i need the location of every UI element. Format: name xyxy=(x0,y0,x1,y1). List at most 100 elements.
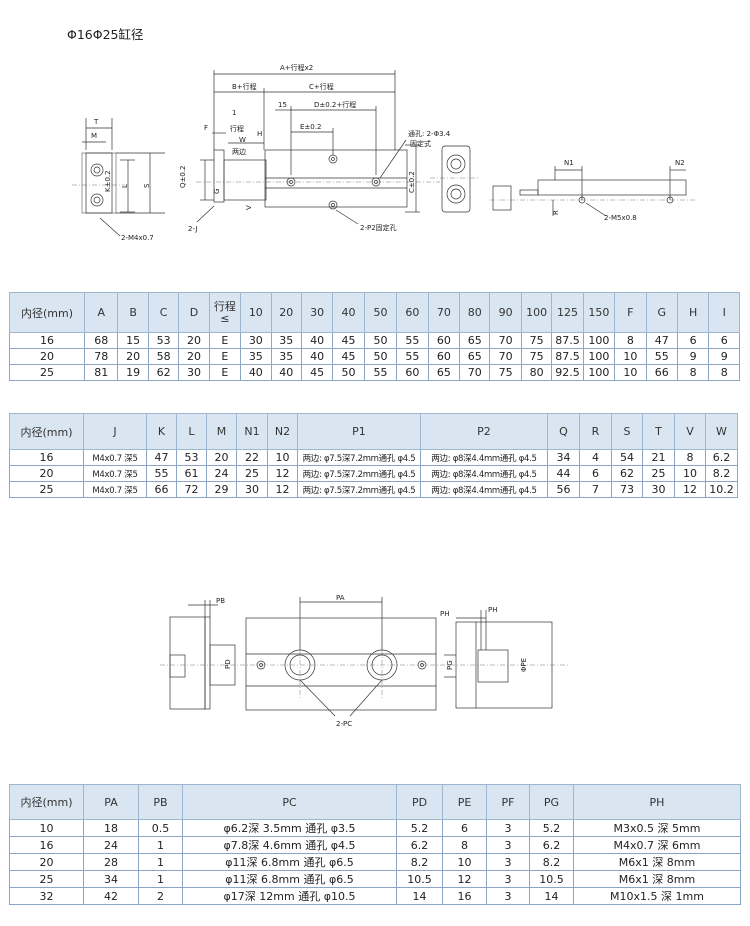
table-cell: 60 xyxy=(427,332,461,349)
table-cell: 8.2 xyxy=(396,853,443,871)
table-cell: 16 xyxy=(9,449,84,466)
label-fixed: 固定式 xyxy=(410,139,431,148)
table-cell: 1 xyxy=(138,870,183,888)
table-cell: 65 xyxy=(427,364,461,381)
label-m5: 2-M5x0.8 xyxy=(604,214,637,222)
table-cell: 87.5 xyxy=(551,332,584,349)
column-header: PD xyxy=(396,784,443,820)
table-cell: 35 xyxy=(270,332,302,349)
label-through: 通孔: 2-Φ3.4 xyxy=(408,129,451,138)
label-pc: 2-PC xyxy=(336,720,352,728)
column-header: F xyxy=(614,292,647,333)
column-header: P2 xyxy=(420,413,548,450)
table-cell: 24 xyxy=(206,465,237,482)
table-cell: 32 xyxy=(9,887,84,905)
table-cell: M6x1 深 8mm xyxy=(573,870,741,888)
table-cell: 75 xyxy=(520,332,553,349)
table-cell: 60 xyxy=(396,364,429,381)
table-cell: 6 xyxy=(442,819,487,837)
table-cell: 6.2 xyxy=(529,836,574,854)
table-cell: 55 xyxy=(146,465,177,482)
table-cell: 35 xyxy=(240,348,272,365)
table-cell: φ11深 6.8mm 通孔 φ6.5 xyxy=(182,870,397,888)
table-cell: 100 xyxy=(582,348,616,365)
table-cell: 70 xyxy=(459,364,491,381)
table-cell: 12 xyxy=(674,481,706,498)
column-header: I xyxy=(708,292,740,333)
table-cell: 55 xyxy=(396,332,429,349)
table-cell: M3x0.5 深 5mm xyxy=(573,819,741,837)
label-r: R xyxy=(552,210,560,215)
table-cell: 75 xyxy=(489,364,522,381)
column-header: C xyxy=(147,292,180,333)
table-cell: 80 xyxy=(520,364,553,381)
table-header-row: 内径(mm) A B C D 行程≤ 10 20 30 40 50 60 70 … xyxy=(8,292,740,333)
table-cell: 14 xyxy=(396,887,443,905)
table-cell: 100 xyxy=(582,332,616,349)
table-cell: M4x0.7 深5 xyxy=(83,449,147,466)
table-cell: 5.2 xyxy=(529,819,574,837)
column-header: 150 xyxy=(582,292,616,333)
table-cell: 5.2 xyxy=(396,819,443,837)
stroke-header-text: 行程 xyxy=(213,299,236,313)
table-cell: 10 xyxy=(9,819,84,837)
label-pg: PG xyxy=(446,660,454,670)
table-cell: 53 xyxy=(147,332,180,349)
table-cell: E xyxy=(208,364,242,381)
column-header: PC xyxy=(182,784,397,820)
table-cell: 54 xyxy=(611,449,643,466)
table-cell: 50 xyxy=(363,332,398,349)
table-cell: 3 xyxy=(486,819,530,837)
table-cell: 20 xyxy=(178,348,210,365)
table-cell: 10 xyxy=(614,364,647,381)
table-cell: 15 xyxy=(117,332,149,349)
label-m: M xyxy=(91,132,97,140)
table-cell: M6x1 深 8mm xyxy=(573,853,741,871)
table-cell: 20 xyxy=(117,348,149,365)
table-cell: 20 xyxy=(206,449,237,466)
table-cell: 66 xyxy=(645,364,678,381)
column-header: L xyxy=(176,413,207,450)
label-m4: 2-M4x0.7 xyxy=(121,234,154,242)
page-title: Φ16Φ25缸径 xyxy=(67,27,144,42)
label-n1: N1 xyxy=(564,159,574,167)
table-cell: 6.2 xyxy=(705,449,738,466)
table-cell: 56 xyxy=(547,481,580,498)
table-cell: 92.5 xyxy=(551,364,584,381)
label-a: A+行程x2 xyxy=(280,63,313,72)
table-cell: 10.5 xyxy=(529,870,574,888)
column-header: 30 xyxy=(300,292,334,333)
column-header: 100 xyxy=(520,292,553,333)
table-cell: 12 xyxy=(267,481,298,498)
table-cell: 30 xyxy=(642,481,675,498)
label-h: H xyxy=(257,130,262,138)
table-cell: 8.2 xyxy=(529,853,574,871)
table-cell: 两边: φ8深4.4mm通孔 φ4.5 xyxy=(420,481,548,498)
column-header: T xyxy=(642,413,675,450)
table-cell: 25 xyxy=(8,364,86,381)
table-cell: 两边: φ8深4.4mm通孔 φ4.5 xyxy=(420,449,548,466)
column-header: 80 xyxy=(459,292,491,333)
table-cell: 7 xyxy=(579,481,612,498)
table-cell: 60 xyxy=(427,348,461,365)
table-cell: M4x0.7 深5 xyxy=(83,465,147,482)
table-cell: 78 xyxy=(84,348,119,365)
table-cell: 40 xyxy=(300,348,334,365)
label-b: B+行程 xyxy=(232,82,257,91)
table-cell: 16 xyxy=(442,887,487,905)
column-header: 10 xyxy=(240,292,272,333)
table-cell: 两边: φ7.5深7.2mm通孔 φ4.5 xyxy=(297,465,421,482)
label-15: 15 xyxy=(278,101,287,109)
table-cell: 42 xyxy=(83,887,139,905)
table-cell: φ7.8深 4.6mm 通孔 φ4.5 xyxy=(182,836,397,854)
table-cell: 10.2 xyxy=(705,481,738,498)
column-header: 内径(mm) xyxy=(9,413,84,450)
label-d: D±0.2+行程 xyxy=(314,100,356,109)
table-cell: 22 xyxy=(236,449,268,466)
